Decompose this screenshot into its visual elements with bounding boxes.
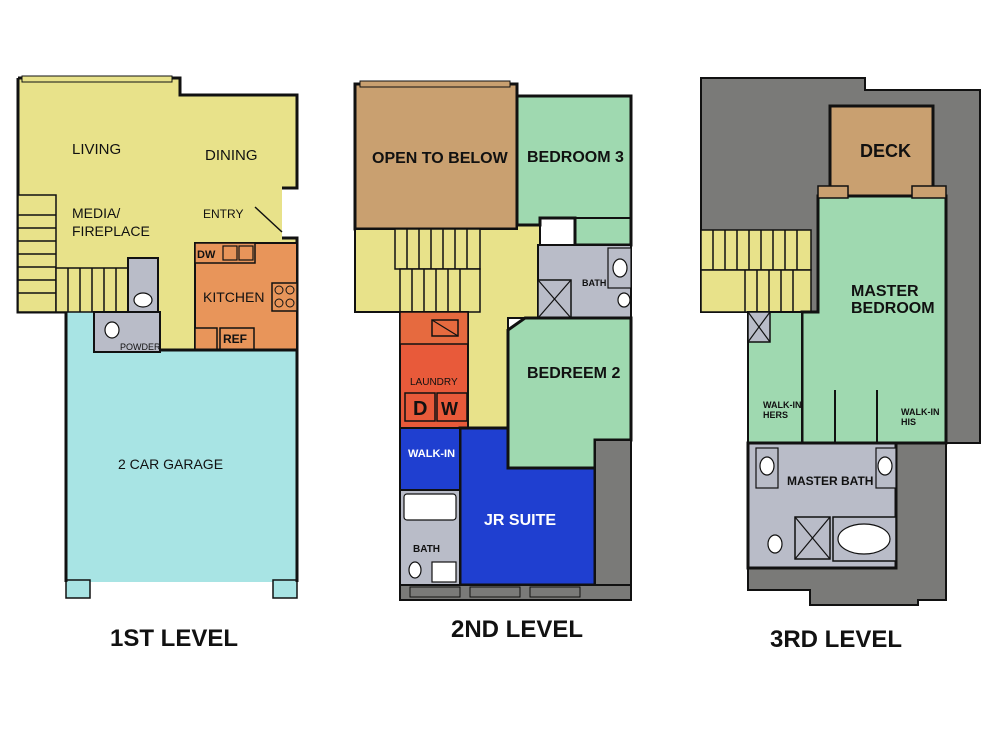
stairs-second — [394, 228, 481, 313]
level-title-third: 3RD LEVEL — [770, 626, 902, 653]
room-label-powder: POWDER — [120, 342, 161, 352]
room-label-walk-in-second: WALK-IN — [408, 448, 455, 460]
room-label-his: HIS — [901, 417, 916, 427]
level-title-first: 1ST LEVEL — [110, 625, 238, 652]
label-washer: W — [441, 399, 458, 419]
second-level-plan: OPEN TO BELOW BEDROOM 3 BATH BEDREEM 2 L… — [353, 80, 633, 601]
room-label-bedroom-3: BEDROOM 3 — [527, 149, 624, 166]
room-label-kitchen: KITCHEN — [203, 289, 264, 305]
first-level-plan: LIVING DINING MEDIA/ FIREPLACE ENTRY KIT… — [16, 75, 299, 599]
bedroom-3-area — [515, 94, 633, 247]
room-label-hers: HERS — [763, 410, 788, 420]
room-label-media: MEDIA/ — [72, 205, 120, 221]
room-label-master: MASTER — [851, 283, 919, 300]
room-label-master-bedroom: BEDROOM — [851, 300, 935, 317]
room-label-bath-second-2: BATH — [413, 544, 440, 555]
stairs-first — [17, 194, 129, 313]
third-level-plan: DECK MASTER BEDROOM WALK-IN HERS WALK-IN… — [700, 77, 981, 606]
open-to-below-area — [353, 82, 519, 231]
room-label-living: LIVING — [72, 141, 121, 158]
stairs-third — [700, 229, 812, 313]
label-dw: DW — [197, 249, 216, 261]
room-label-walk-in-hers: WALK-IN — [763, 400, 802, 410]
level-title-second: 2ND LEVEL — [451, 616, 583, 643]
label-ref: REF — [223, 332, 247, 346]
room-label-jr-suite: JR SUITE — [484, 512, 556, 529]
master-bedroom-area — [800, 194, 948, 445]
room-label-dining: DINING — [205, 147, 258, 164]
garage-area — [66, 312, 297, 582]
room-label-bath-second: BATH — [582, 278, 606, 288]
room-label-walk-in-his: WALK-IN — [901, 407, 940, 417]
room-label-garage: 2 CAR GARAGE — [118, 456, 223, 472]
label-dryer: D — [413, 398, 427, 420]
room-label-bedroom-2: BEDREEM 2 — [527, 365, 620, 382]
room-label-deck: DECK — [860, 141, 911, 161]
room-label-open-to-below: OPEN TO BELOW — [372, 150, 509, 167]
room-label-master-bath: MASTER BATH — [787, 474, 873, 488]
room-label-fireplace: FIREPLACE — [72, 223, 150, 239]
room-label-laundry: LAUNDRY — [410, 377, 458, 388]
room-label-entry: ENTRY — [203, 207, 243, 221]
